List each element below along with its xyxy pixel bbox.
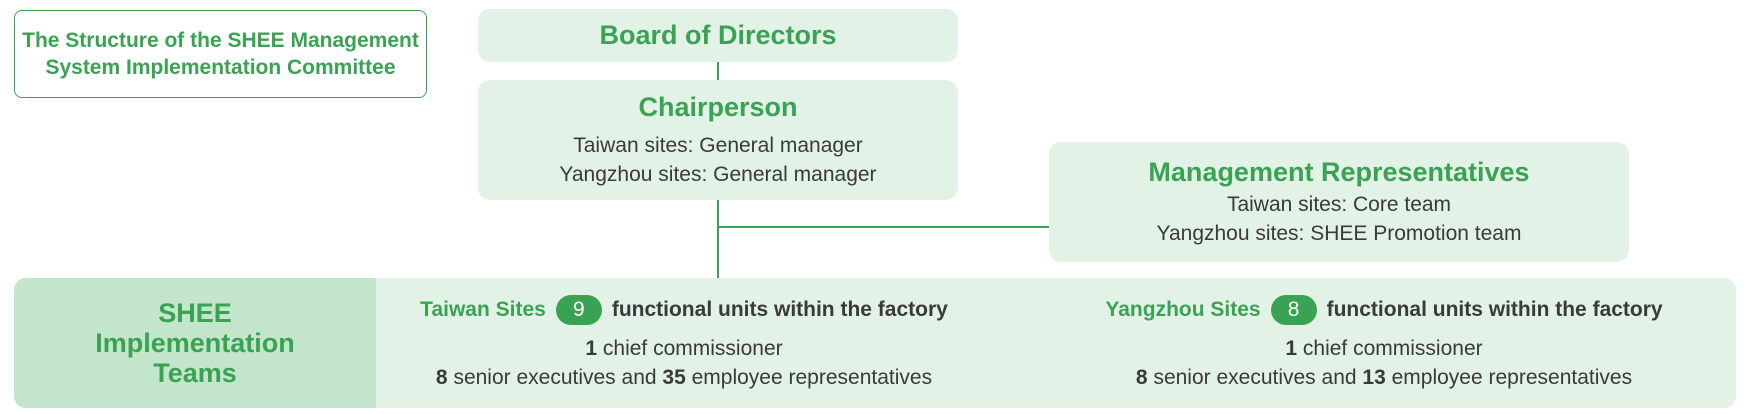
taiwan-sites-name: Taiwan Sites [420,298,546,321]
yangzhou-employee-text: employee representatives [1391,366,1633,389]
connector-to-management [717,226,1049,228]
chairperson-taiwan: Taiwan sites: General manager [573,133,863,157]
yangzhou-chief-text: chief commissioner [1302,337,1483,360]
chairperson-yangzhou: Yangzhou sites: General manager [559,162,877,186]
yangzhou-sites-panel: Yangzhou Sites 8 functional units within… [1094,294,1674,392]
diagram-title-line1: The Structure of the SHEE Management [22,29,419,52]
yangzhou-units-text: functional units within the factory [1326,298,1663,321]
board-of-directors-label: Board of Directors [599,20,837,50]
taiwan-employee-text: employee representatives [691,366,933,389]
taiwan-sites-panel: Taiwan Sites 9 functional units within t… [394,294,974,392]
yangzhou-units-badge: 8 [1270,295,1317,325]
connector-board-chair [717,62,719,80]
chairperson-box: Chairperson Taiwan sites: General manage… [478,80,958,200]
yangzhou-senior-count: 8 [1135,366,1148,389]
taiwan-units-text: functional units within the factory [611,298,948,321]
board-of-directors-box: Board of Directors [478,9,958,62]
teams-label-line1: SHEE [158,298,232,328]
yangzhou-members-line: 8 senior executives and 13 employee repr… [1094,363,1674,392]
teams-label-line2: Implementation [95,328,295,358]
yangzhou-senior-text: senior executives and [1153,366,1357,389]
management-taiwan: Taiwan sites: Core team [1226,192,1452,216]
taiwan-chief-text: chief commissioner [602,337,783,360]
taiwan-members-line: 8 senior executives and 35 employee repr… [394,363,974,392]
taiwan-senior-count: 8 [435,366,448,389]
management-yangzhou: Yangzhou sites: SHEE Promotion team [1156,221,1522,245]
teams-label-line3: Teams [153,358,237,388]
taiwan-senior-text: senior executives and [453,366,657,389]
taiwan-units-badge: 9 [555,295,602,325]
management-representatives-label: Management Representatives [1148,156,1530,187]
yangzhou-sites-header: Yangzhou Sites 8 functional units within… [1094,294,1674,326]
yangzhou-sites-name: Yangzhou Sites [1105,298,1261,321]
taiwan-employee-count: 35 [662,366,686,389]
connector-chair-teams [717,200,719,278]
implementation-teams-box: SHEE Implementation Teams Taiwan Sites 9… [14,278,1736,408]
yangzhou-employee-count: 13 [1362,366,1386,389]
taiwan-chief-count: 1 [585,337,598,360]
taiwan-chief-line: 1 chief commissioner [394,334,974,363]
diagram-title: The Structure of the SHEE Management Sys… [14,10,427,98]
diagram-title-line2: System Implementation Committee [45,56,396,79]
chairperson-label: Chairperson [638,91,798,122]
management-representatives-box: Management Representatives Taiwan sites:… [1049,142,1629,262]
taiwan-sites-header: Taiwan Sites 9 functional units within t… [394,294,974,326]
yangzhou-chief-count: 1 [1285,337,1298,360]
yangzhou-chief-line: 1 chief commissioner [1094,334,1674,363]
implementation-teams-label: SHEE Implementation Teams [14,278,376,408]
